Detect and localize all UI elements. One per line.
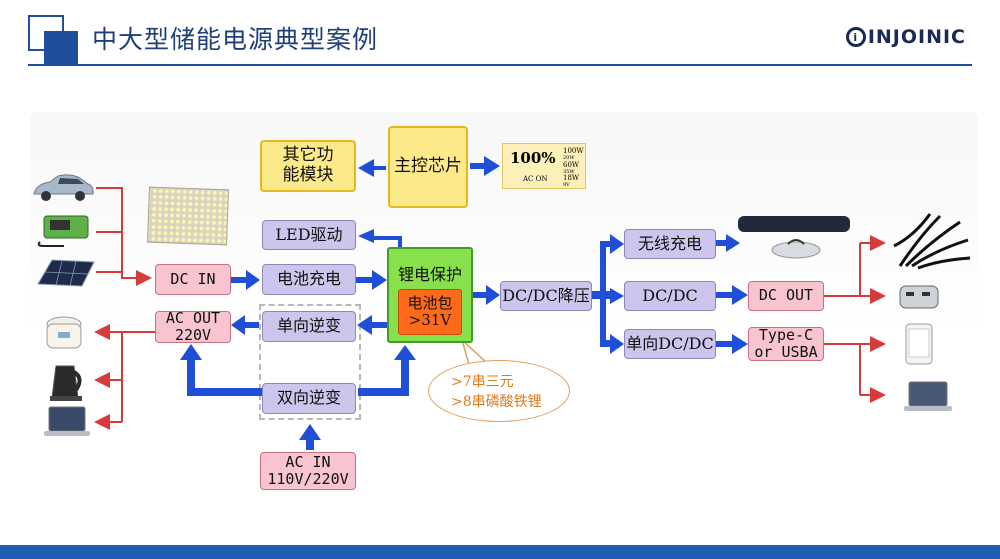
page-title: 中大型储能电源典型案例 (92, 25, 379, 54)
header-divider (28, 64, 972, 66)
wireless-charging-pad-icon (738, 216, 850, 259)
arrow-wireless-to-pad (716, 234, 740, 252)
reading-1: 100W (563, 147, 584, 155)
electric-car-icon (33, 174, 94, 201)
reading-3: 60W (563, 161, 580, 169)
arrow-dcdc-to-dcout (716, 285, 748, 305)
battery-charger-icon (37, 215, 89, 247)
arrow-inverter-to-acout (231, 315, 259, 335)
smartphone-icon (905, 323, 933, 365)
ac-in-block: AC IN 110V/220V (260, 452, 356, 490)
arrow-protect-to-buck (473, 285, 500, 305)
main-chip-block: 主控芯片 (388, 126, 468, 208)
solar-panel-icon (37, 259, 95, 287)
arrow-buck-to-branches (592, 234, 624, 354)
bidirectional-inverter-block: 双向逆变 (262, 383, 356, 414)
inverter-dashed-group (259, 304, 361, 420)
arrow-chip-to-display (470, 156, 500, 176)
battery-percent: 100% (510, 149, 556, 167)
callout-line-1: >7串三元 (451, 374, 514, 390)
rice-cooker-icon (46, 316, 82, 349)
arrow-protect-to-led (358, 229, 407, 247)
header-square-filled (44, 31, 78, 65)
reading-4: 35W (563, 169, 575, 175)
other-modules-block: 其它功 能模块 (260, 140, 356, 192)
arrow-chip-to-modules (358, 159, 386, 177)
led-driver-block: LED驱动 (262, 220, 356, 250)
arrow-protect-to-inverter (357, 315, 387, 335)
brand-logo: i INJOINIC (845, 26, 966, 48)
reading-6: 9V (563, 182, 570, 188)
ac-out-block: AC OUT 220V (155, 309, 231, 344)
li-protect-block: 锂电保护 电池包 >31V (387, 247, 473, 343)
dcdc-block: DC/DC (624, 281, 716, 311)
logo-text: INJOINIC (867, 26, 966, 48)
single-inverter-block: 单向逆变 (262, 311, 356, 342)
led-panel-image (147, 186, 229, 246)
line-acout-bus (121, 331, 155, 422)
logo-mark-icon: i (845, 27, 866, 47)
arrow-charge-to-protect (356, 270, 387, 290)
laptop-icon-left (44, 406, 90, 436)
li-protect-label: 锂电保护 (397, 265, 462, 284)
ac-on-label: AC ON (523, 175, 548, 183)
arrow-sdcdc-to-typec (716, 334, 748, 354)
dc-out-block: DC OUT (748, 281, 824, 311)
footer-bar (0, 545, 1000, 559)
reading-5: 18W (563, 174, 580, 182)
electric-kettle-icon (50, 365, 82, 401)
laptop-icon-right (904, 381, 952, 411)
callout-line-2: >8串磷酸铁锂 (451, 394, 542, 410)
arrow-dcin-to-charge (230, 270, 260, 290)
arrow-acin-to-bidir (299, 424, 321, 450)
multi-cable-icon (893, 213, 971, 270)
arrow-bidir-to-protect (358, 345, 416, 396)
reading-2: 20W (563, 155, 575, 161)
arrow-bidir-to-acout (180, 344, 262, 396)
battery-charge-block: 电池充电 (262, 264, 356, 295)
dcdc-buck-block: DC/DC降压 (500, 281, 592, 311)
battery-pack-block: 电池包 >31V (398, 289, 462, 335)
type-c-block: Type-C or USBA (748, 326, 824, 361)
line-typec-bus (824, 343, 861, 395)
dc-in-block: DC IN (155, 264, 231, 295)
power-display-panel: 100% AC ON 100W 20W 60W 35W 18W 9V (502, 143, 586, 189)
wireless-charge-block: 无线充电 (624, 229, 716, 259)
car-charger-icon (899, 285, 939, 309)
battery-spec-callout: >7串三元 >8串磷酸铁锂 (428, 360, 570, 422)
single-dcdc-block: 单向DC/DC (624, 329, 716, 359)
